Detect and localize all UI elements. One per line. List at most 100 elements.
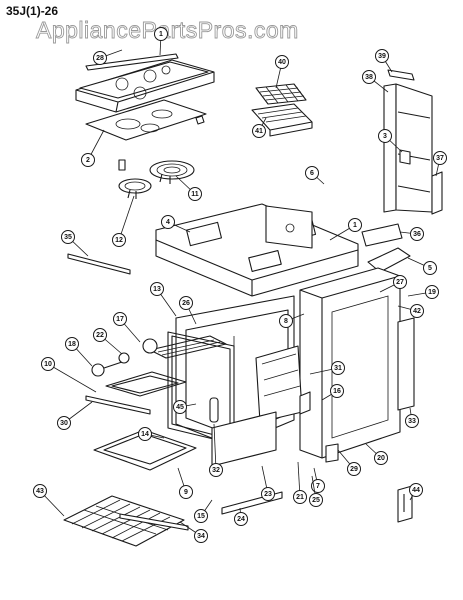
- rear-panel: [265, 205, 313, 249]
- callout-c6: 6: [305, 166, 325, 185]
- callout-bubble: [65, 337, 79, 351]
- oven-body: [299, 267, 401, 459]
- callout-bubble: [209, 463, 223, 477]
- callout-c5: 5: [407, 257, 437, 275]
- callout-c44: 44: [409, 483, 423, 501]
- callout-c28: 28: [93, 49, 123, 65]
- broil-pan-grid: [255, 83, 307, 105]
- callout-c38: 38: [362, 70, 389, 93]
- leader-line: [118, 195, 135, 241]
- lower-trim-bar: [85, 395, 151, 415]
- surface-element-large: [149, 160, 195, 184]
- callout-number: 8: [284, 318, 288, 325]
- callout-number: 12: [115, 237, 123, 244]
- callout-number: 21: [296, 494, 304, 501]
- callout-bubble: [57, 416, 71, 430]
- callout-c23: 23: [261, 465, 275, 501]
- callout-number: 1: [159, 31, 163, 38]
- callout-c4: 4: [161, 215, 191, 233]
- callout-bubble: [410, 227, 424, 241]
- watermark: AppliancePartsPros.com: [36, 17, 299, 43]
- callout-c40: 40: [275, 55, 289, 89]
- callout-bubble: [293, 490, 307, 504]
- callout-bubble: [309, 493, 323, 507]
- callout-bubble: [112, 233, 126, 247]
- callout-number: 27: [396, 279, 404, 286]
- callout-number: 32: [212, 467, 220, 474]
- vent-tube: [209, 397, 219, 423]
- callout-c2: 2: [81, 129, 105, 167]
- callout-number: 4: [166, 219, 170, 226]
- callout-c17: 17: [113, 312, 141, 343]
- callout-bubble: [150, 282, 164, 296]
- callout-c19: 19: [407, 285, 439, 299]
- callout-number: 15: [197, 513, 205, 520]
- callout-c10: 10: [41, 357, 97, 393]
- callout-bubble: [393, 275, 407, 289]
- callout-bubble: [61, 230, 75, 244]
- callout-c7: 7: [311, 467, 325, 493]
- callout-bubble: [194, 509, 208, 523]
- page-code: 35J(1)​-26: [6, 4, 58, 18]
- callout-c21: 21: [293, 461, 307, 504]
- callout-c29: 29: [337, 449, 361, 476]
- callout-number: 3: [383, 133, 387, 140]
- callout-number: 42: [413, 308, 421, 315]
- mounting-bracket-right: [361, 223, 403, 247]
- callout-c43: 43: [33, 484, 65, 517]
- callout-c45: 45: [173, 400, 197, 414]
- callout-bubble: [33, 484, 47, 498]
- callout-c24: 24: [234, 507, 248, 526]
- callout-number: 19: [428, 289, 436, 296]
- cooktop-trim-rail: [85, 53, 179, 71]
- callout-bubble: [113, 312, 127, 326]
- callout-c1b: 1: [329, 218, 362, 241]
- callout-c8: 8: [279, 313, 305, 328]
- callout-number: 40: [278, 59, 286, 66]
- callout-c3: 3: [378, 129, 403, 153]
- callout-c13: 13: [150, 282, 177, 317]
- support-rail: [325, 443, 339, 463]
- callout-number: 7: [316, 483, 320, 490]
- callout-number: 23: [264, 491, 272, 498]
- callout-number: 22: [96, 332, 104, 339]
- callout-number: 28: [96, 55, 104, 62]
- callout-bubble: [252, 124, 266, 138]
- door-latch-assembly: [397, 485, 413, 523]
- callout-c35: 35: [61, 230, 89, 257]
- leader-line: [47, 363, 97, 393]
- callout-bubble: [173, 400, 187, 414]
- callout-c1a: 1: [154, 27, 168, 56]
- callout-bubble: [93, 328, 107, 342]
- callout-bubble: [154, 27, 168, 41]
- insulation-blanket: [255, 345, 303, 423]
- callout-number: 38: [365, 74, 373, 81]
- callout-bubble: [423, 261, 437, 275]
- callout-bubble: [331, 361, 345, 375]
- callout-number: 17: [116, 316, 124, 323]
- callout-number: 14: [141, 431, 149, 438]
- callout-number: 26: [182, 300, 190, 307]
- callout-number: 9: [184, 489, 188, 496]
- callout-bubble: [93, 51, 107, 65]
- trim-strip-left: [67, 253, 131, 275]
- callout-bubble: [374, 451, 388, 465]
- callout-bubble: [234, 512, 248, 526]
- callout-number: 36: [413, 231, 421, 238]
- callout-number: 31: [334, 365, 342, 372]
- callout-c11: 11: [175, 175, 202, 201]
- callout-number: 10: [44, 361, 52, 368]
- door-hinge: [299, 391, 311, 415]
- callout-bubble: [194, 529, 208, 543]
- callout-c30: 30: [57, 401, 93, 430]
- callout-c18: 18: [65, 337, 93, 367]
- callout-bubble: [179, 485, 193, 499]
- broil-element: [149, 335, 227, 359]
- callout-number: 1: [353, 222, 357, 229]
- callout-bubble: [81, 153, 95, 167]
- callout-c15: 15: [194, 499, 213, 523]
- callout-number: 41: [255, 128, 263, 135]
- callout-number: 6: [310, 170, 314, 177]
- broil-pan: [251, 103, 313, 137]
